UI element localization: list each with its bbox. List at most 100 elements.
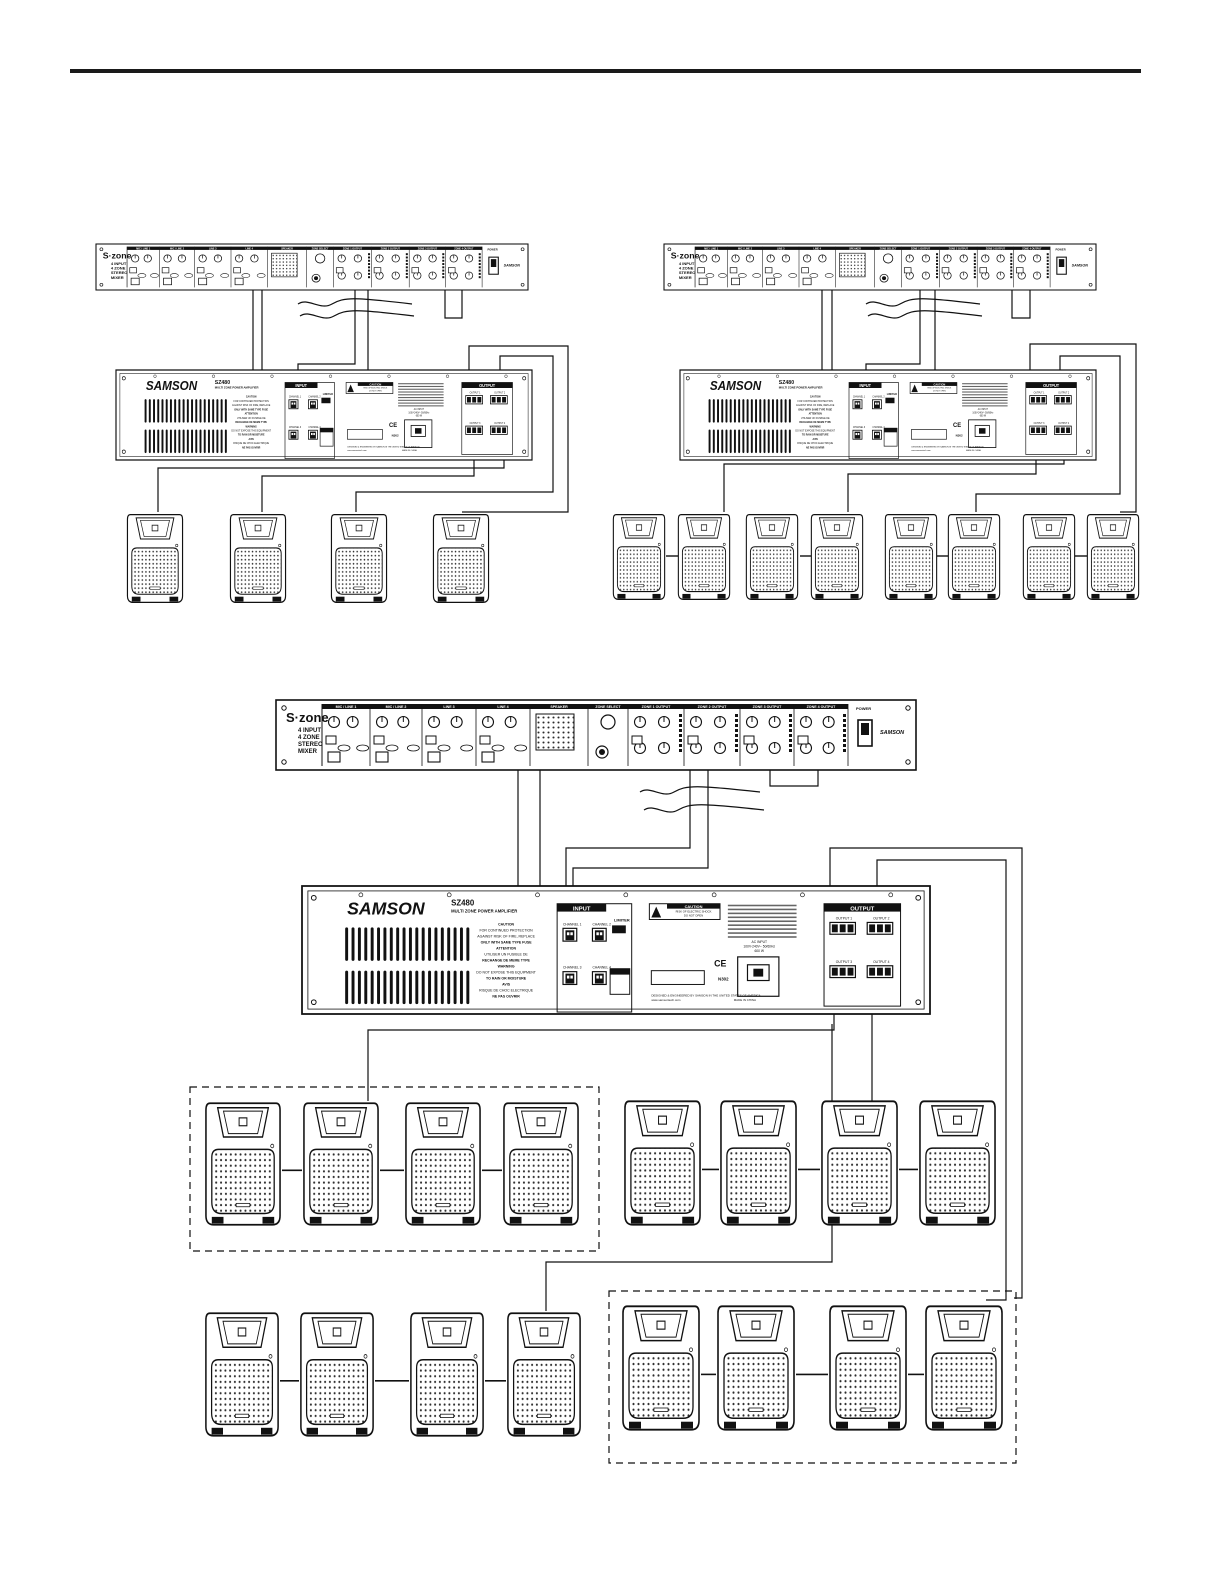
mixer-tagline: MIXER (111, 275, 124, 280)
channel-label: CHANNEL 1 (563, 922, 582, 926)
vent-slot (403, 927, 406, 960)
output-label: OUTPUT 4 (873, 960, 890, 964)
limiter-switch (885, 398, 894, 404)
speaker-bottom (206, 1103, 280, 1225)
button (632, 736, 642, 744)
speaker-top-right (811, 515, 862, 600)
button (765, 268, 772, 273)
mixer-speaker-grille (536, 714, 574, 750)
channel-label: CHANNEL 1 (289, 396, 302, 399)
ac-input-label: 100V-240V~ 50/60Hz (408, 412, 430, 414)
warning-text-line (398, 391, 444, 392)
button (326, 736, 336, 744)
speaker-bottom (411, 1313, 483, 1435)
vent-slot (153, 399, 155, 423)
speaker-bottom (504, 1103, 578, 1225)
vent-slot (191, 399, 193, 423)
caution-badge-text: DO NOT OPEN (933, 390, 946, 392)
mixer-tagline: 4 INPUT (298, 728, 321, 734)
vent-slot (352, 927, 355, 960)
channel-label: CHANNEL 2 (592, 922, 611, 926)
vent-slot (352, 971, 355, 1004)
warning-text-line (962, 391, 1008, 392)
terminal (310, 432, 316, 439)
channel-label: CHANNEL 4 (872, 426, 885, 429)
vent-slot (447, 927, 450, 960)
vent-slot (403, 971, 406, 1004)
mixer-section-label: LINE 3 (209, 247, 217, 250)
vent-slot (204, 399, 206, 423)
wire-crossing (644, 805, 764, 812)
output-label: OUTPUT 3 (836, 960, 853, 964)
vent-slot (390, 927, 393, 960)
button (980, 268, 987, 273)
button (412, 268, 419, 273)
vent-slot (751, 399, 753, 423)
speaker-bottom (625, 1101, 700, 1224)
button (732, 278, 740, 285)
vent-slot (460, 927, 463, 960)
amp-website: www.samsontech.com (911, 449, 931, 452)
ac-input-label: AC INPUT (414, 408, 425, 411)
mixer-section-label: ZONE 1 OUTPUT (642, 705, 672, 709)
mixer-brand: SAMSON (504, 263, 521, 267)
vent-slot (225, 430, 227, 454)
button (802, 268, 809, 273)
limiter-label: LIMITER (323, 392, 333, 396)
warning-text-line (398, 383, 444, 384)
vent-slot (764, 430, 766, 454)
vent-slot (415, 971, 418, 1004)
mixer-section-label: ZONE 3 OUTPUT (418, 247, 438, 250)
wire-crossing (640, 787, 760, 794)
amp-caution-line: WARNING (810, 425, 821, 428)
button (428, 752, 440, 762)
channel-label: CHANNEL 1 (853, 396, 866, 399)
speaker-bottom (301, 1313, 373, 1435)
speaker-bottom (926, 1306, 1002, 1429)
channel-label: CHANNEL 3 (563, 966, 582, 970)
mixer-section-label: SPEAKER (281, 247, 293, 250)
caution-badge-title: CAUTION (369, 382, 381, 386)
mixer-section-label: LINE 4 (813, 247, 821, 250)
caution-badge-title: CAUTION (933, 382, 945, 386)
zone-select-knob (601, 715, 615, 729)
vent-slot (195, 430, 197, 454)
vent-slot (225, 399, 227, 423)
button (328, 752, 340, 762)
vent-slot (216, 399, 218, 423)
vent-slot (145, 399, 147, 423)
button (688, 736, 698, 744)
vent-slot (709, 430, 711, 454)
mixer-section-label: ZONE 4 OUTPUT (1022, 247, 1042, 250)
vent-slot (454, 927, 457, 960)
button (798, 736, 808, 744)
speaker-top-left (230, 515, 285, 603)
terminal (874, 401, 880, 408)
vent-slot (383, 927, 386, 960)
amp-caution-line: WARNING (498, 964, 515, 968)
amp-caution-line: UTILISER UN FUSIBLE DE (484, 952, 528, 956)
vent-slot (730, 430, 732, 454)
mixer-tagline: 4 ZONE (298, 735, 320, 741)
limiter-label: LIMITER (614, 917, 630, 922)
amp-caution-line: DO NOT EXPOSE THIS EQUIPMENT (231, 429, 271, 432)
vent-slot (200, 399, 202, 423)
vent-slot (396, 927, 399, 960)
terminal (595, 930, 604, 940)
output-label: OUTPUT 4 (494, 423, 506, 425)
n-number: N302 (718, 977, 729, 982)
vent-slot (149, 430, 151, 454)
mixer-section-label: ZONE 3 OUTPUT (753, 705, 783, 709)
vent-slot (174, 430, 176, 454)
vent-slot (709, 399, 711, 423)
power-label: POWER (1056, 248, 1066, 252)
amp-caution-line: AGAINST RISK OF FIRE, REPLACE (796, 404, 835, 407)
button (426, 736, 436, 744)
button (234, 268, 241, 273)
amp-caution-line: TO RAIN OR MOISTURE (486, 976, 527, 980)
vent-slot (726, 430, 728, 454)
button (698, 268, 705, 273)
mixer-section-label: ZONE SELECT (595, 705, 621, 709)
n-number: N302 (956, 433, 963, 437)
